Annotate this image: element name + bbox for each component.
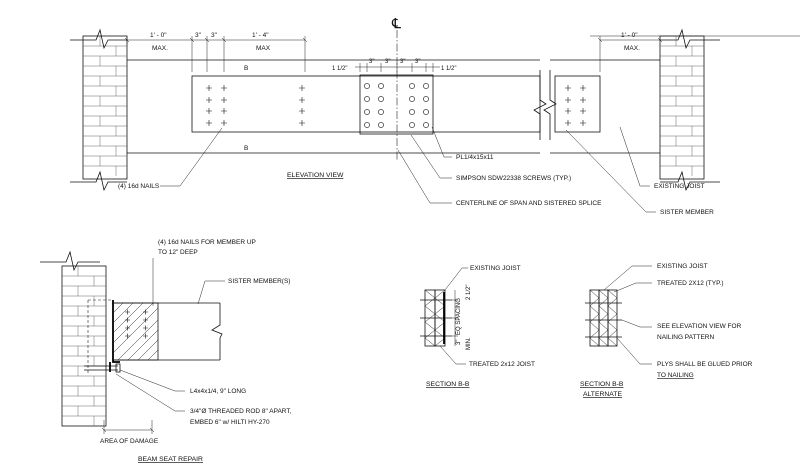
dim-1ft4: 1' - 4" — [252, 32, 269, 39]
label-alt-plys-glued-1: PLYS SHALL BE GLUED PRIOR — [657, 361, 753, 368]
label-beam-seat-nails-2: TO 12" DEEP — [158, 249, 198, 256]
dim-section-eq-spacing: EQ SPACING — [456, 298, 462, 335]
dim-splice-edge-right: 1 1/2" — [441, 66, 456, 72]
dim-max: MAX — [256, 45, 271, 52]
title-elevation-view: ELEVATION VIEW — [287, 172, 344, 179]
section-b-b: EXISTING JOIST TREATED 2x12 JOIST 2 1/2"… — [420, 265, 535, 388]
label-alt-plys-glued-2: TO NAILING — [657, 372, 694, 379]
dim-left-1ft: 1' - 0" — [150, 32, 167, 39]
section-mark-b-bottom: B — [244, 145, 248, 152]
nail-pattern-left — [206, 85, 305, 126]
label-alt-see-elevation-2: NAILING PATTERN — [657, 334, 714, 341]
right-wall-brick-pattern — [660, 36, 704, 176]
hatch-pattern — [112, 302, 159, 361]
section-alt-zigzag — [589, 289, 618, 347]
left-masonry-wall — [70, 28, 128, 192]
sister-member-right — [554, 75, 601, 133]
dim-right-1ft: 1' - 0" — [621, 32, 638, 39]
threaded-rod — [84, 365, 118, 371]
label-alt-see-elevation-1: SEE ELEVATION VIEW FOR — [657, 323, 742, 330]
section-mark-b-top: B — [244, 65, 248, 72]
steel-angle — [112, 300, 120, 363]
dim-splice-3a: 3" — [369, 59, 374, 65]
joist-elevation — [127, 59, 660, 154]
dim-right-max: MAX. — [624, 45, 640, 52]
title-section-b-b-alt-2: ALTERNATE — [583, 391, 622, 398]
label-alt-treated: TREATED 2X12 (TYP.) — [657, 280, 724, 287]
label-splice-plate: PL1/4x15x11 — [456, 154, 494, 161]
label-threaded-rod-2: EMBED 6" w/ HILTI HY-270 — [190, 419, 270, 426]
dim-left-max: MAX. — [152, 45, 168, 52]
dim-splice-3b: 3" — [385, 59, 390, 65]
label-steel-angle: L4x4x1/4, 9" LONG — [190, 388, 246, 395]
label-section-treated-joist: TREATED 2x12 JOIST — [469, 361, 535, 368]
label-beam-seat-nails-1: (4) 16d NAILS FOR MEMBER UP — [158, 239, 256, 246]
section-alt-nails — [585, 302, 622, 338]
label-16d-nails: (4) 16d NAILS — [118, 183, 160, 190]
label-threaded-rod-1: 3/4"Ø THREADED ROD 8" APART, — [190, 408, 292, 415]
label-section-existing-joist: EXISTING JOIST — [470, 265, 521, 272]
sister-member-left — [191, 75, 541, 133]
label-area-of-damage: AREA OF DAMAGE — [100, 438, 159, 445]
label-simpson-screws: SIMPSON SDW22338 SCREWS (TYP.) — [456, 175, 571, 182]
title-section-b-b-alt-1: SECTION B-B — [580, 381, 624, 388]
title-section-b-b: SECTION B-B — [426, 381, 470, 388]
splice-plate — [359, 74, 434, 135]
section-b-b-screws — [420, 299, 452, 337]
centerline-symbol: ℄ — [391, 15, 401, 31]
beam-seat-nails — [125, 309, 148, 339]
sister-member-hatch — [112, 302, 159, 361]
label-centerline: CENTERLINE OF SPAN AND SISTERED SPLICE — [456, 200, 602, 207]
nail-pattern-right — [565, 85, 586, 126]
elevation-view: ℄ 1' - 0" MAX. 3" 3" 1' - 4" MAX 1 1/2" … — [70, 15, 800, 216]
dim-section-min: MIN. — [466, 337, 472, 350]
dim-section-top: 2 1/2" — [466, 285, 472, 300]
label-existing-joist: EXISTING JOIST — [654, 183, 705, 190]
left-wall-brick-pattern — [83, 36, 127, 176]
beam-seat-repair: (4) 16d NAILS FOR MEMBER UP TO 12" DEEP … — [40, 239, 292, 463]
elevation-leaders — [160, 126, 656, 213]
title-beam-seat-repair: BEAM SEAT REPAIR — [138, 456, 203, 463]
dim-3in-a: 3" — [195, 32, 202, 39]
splice-screws — [364, 83, 429, 128]
dim-splice-3d: 3" — [415, 59, 420, 65]
label-sister-member: SISTER MEMBER — [660, 209, 714, 216]
label-alt-existing-joist: EXISTING JOIST — [657, 263, 708, 270]
dimension-lines-top — [124, 36, 663, 72]
beam-seat-wall-bricks — [62, 266, 106, 426]
dim-3in-b: 3" — [211, 32, 218, 39]
section-b-b-alternate: EXISTING JOIST TREATED 2X12 (TYP.) SEE E… — [580, 263, 753, 398]
dim-section-bottom: 3" — [456, 340, 462, 345]
right-masonry-wall — [659, 28, 720, 192]
label-sister-members: SISTER MEMBER(S) — [228, 278, 290, 285]
dim-splice-edge-left: 1 1/2" — [332, 66, 347, 72]
dim-splice-3c: 3" — [400, 59, 405, 65]
